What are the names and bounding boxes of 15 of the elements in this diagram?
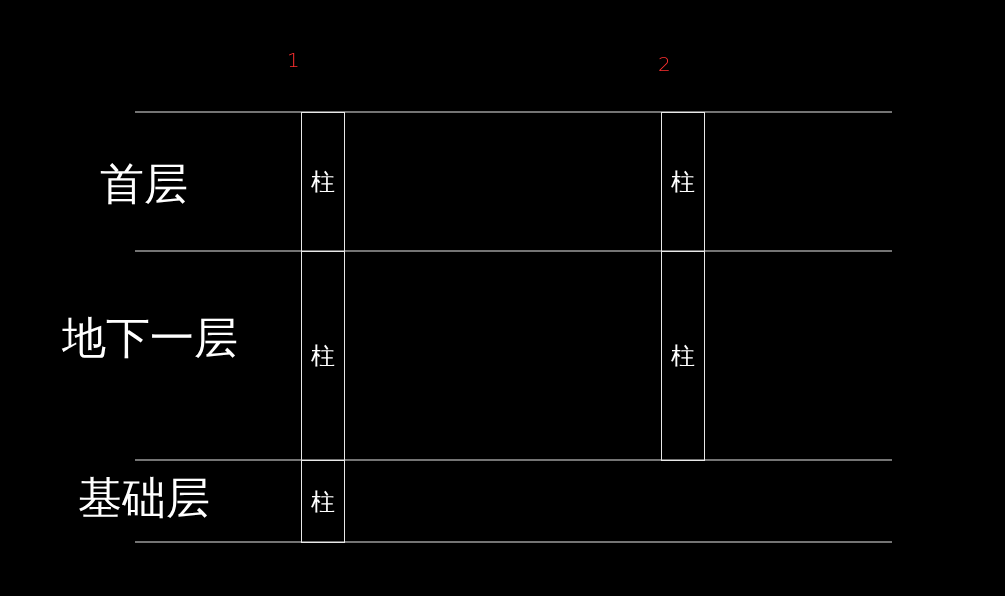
column-segment bbox=[661, 112, 705, 252]
column-label: 柱 bbox=[311, 489, 335, 514]
column-segment bbox=[301, 112, 345, 252]
column-label: 柱 bbox=[311, 170, 335, 194]
floor-name: 基础层 bbox=[78, 476, 210, 520]
column-label: 柱 bbox=[671, 344, 695, 368]
column-label: 柱 bbox=[671, 170, 695, 194]
column-segment bbox=[661, 251, 705, 461]
floor-name: 地下一层 bbox=[62, 316, 238, 360]
floor-name: 首层 bbox=[100, 162, 188, 206]
column-segment bbox=[301, 251, 345, 461]
axis-number: 1 bbox=[287, 50, 300, 70]
column-label: 柱 bbox=[311, 344, 335, 368]
axis-number: 2 bbox=[658, 54, 671, 74]
column-segment bbox=[301, 460, 345, 543]
